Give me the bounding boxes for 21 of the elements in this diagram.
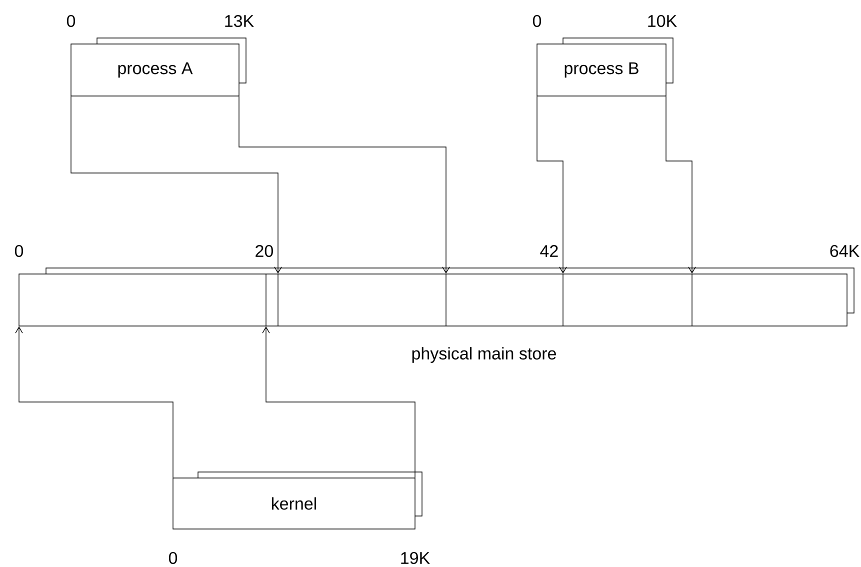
arrow — [666, 96, 696, 274]
address-label: 0 — [532, 14, 542, 28]
address-label: 0 — [14, 244, 24, 258]
arrow — [238, 96, 450, 274]
address-label: 13K — [225, 14, 254, 28]
address-label: 10K — [648, 14, 677, 28]
arrow — [536, 96, 567, 274]
arrow — [262, 326, 416, 478]
address-label: 64K — [830, 244, 860, 258]
memory-bar: physical main store — [18, 268, 854, 363]
process-box: kernel — [172, 472, 422, 530]
address-label: 19K — [401, 552, 430, 564]
address-label: 20 — [256, 244, 273, 258]
address-label: 0 — [168, 552, 178, 564]
process-box: process B — [536, 38, 674, 96]
address-label: 0 — [66, 14, 76, 28]
arrow — [70, 96, 282, 274]
process-box: process A — [70, 38, 246, 96]
address-label: 42 — [540, 245, 558, 257]
node-label: physical main store — [412, 347, 556, 363]
arrow — [15, 326, 174, 478]
